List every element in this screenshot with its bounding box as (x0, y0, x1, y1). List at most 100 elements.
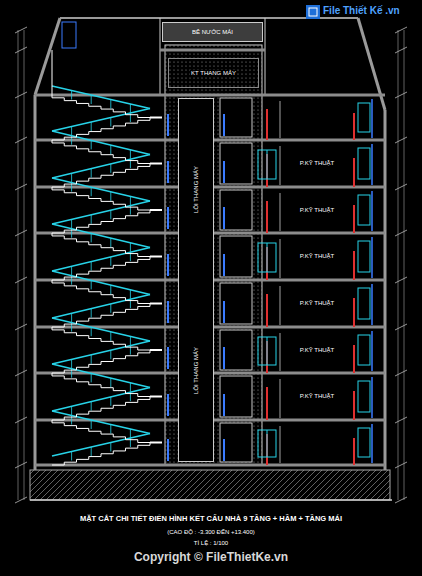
wall-line (160, 18, 161, 95)
railing-post (91, 262, 92, 271)
stair-flight (52, 443, 150, 466)
railing-post (91, 169, 92, 178)
railing-post (110, 397, 111, 406)
stair-railing (52, 178, 150, 201)
drawing-note: (CAO ĐỘ : -3.300 ĐẾN +13.400) (167, 529, 255, 535)
railing-post (130, 383, 131, 392)
stair-railing (52, 131, 150, 155)
railing-post (130, 429, 131, 438)
dimension-tick (15, 137, 27, 143)
door-frame (371, 424, 373, 463)
dimension-line (398, 30, 399, 500)
stair-flight (52, 397, 150, 421)
stair-landing (150, 163, 162, 165)
room-label: P.KỸ THUẬT (299, 207, 335, 214)
railing-post (110, 145, 111, 154)
tank-band: BỂ NƯỚC MÁI (162, 22, 263, 42)
railing-post (71, 313, 72, 322)
lift-door (223, 347, 225, 369)
railing-post (110, 443, 111, 452)
railing-post (71, 127, 72, 136)
window-mullion (267, 337, 268, 365)
room-box: P.KỸ THUẬT (284, 331, 350, 369)
stair-flight (52, 327, 150, 350)
railing-post (71, 359, 72, 368)
railing-post (91, 373, 92, 382)
room-label: LÕI THANG MÁY (192, 166, 201, 213)
door-frame (371, 99, 373, 138)
lift-car (220, 143, 252, 184)
column-line (353, 345, 355, 373)
outer-wall (34, 95, 37, 470)
railing-post (71, 266, 72, 275)
lift-car (220, 423, 252, 462)
door-frame (371, 377, 373, 418)
stair-landing (150, 442, 162, 444)
dimension-tick (395, 230, 407, 236)
stair-railing (52, 434, 150, 457)
room-box: P.KỸ THUẬT (284, 191, 350, 229)
dimension-tick (395, 370, 407, 376)
railing-post (130, 290, 131, 299)
railing-post (130, 243, 131, 252)
dimension-tick (15, 462, 27, 468)
dimension-tick (15, 277, 27, 283)
core-door (167, 114, 169, 136)
column-line (353, 113, 355, 140)
core-door (167, 394, 169, 416)
stair-flight (52, 350, 150, 373)
stair-flight (52, 304, 150, 328)
railing-post (91, 280, 92, 289)
lift-door (223, 301, 225, 323)
window-mullion (267, 150, 268, 179)
stair-railing (52, 388, 150, 412)
dimension-tick (15, 27, 27, 33)
column-line (353, 158, 355, 187)
lift-door (223, 161, 225, 183)
dimension-tick (395, 462, 407, 468)
partition-line (280, 101, 281, 138)
window (258, 243, 276, 272)
railing-post (71, 173, 72, 182)
window-mullion (267, 243, 268, 272)
railing-post (91, 233, 92, 242)
logo-icon (306, 5, 320, 19)
floor-slab (160, 49, 265, 52)
railing-post (110, 192, 111, 201)
stair-railing (52, 109, 150, 132)
railing-post (71, 91, 72, 100)
stair-railing (52, 364, 150, 388)
partition-line (280, 193, 281, 231)
railing-post (110, 118, 111, 127)
railing-post (91, 447, 92, 456)
railing-post (71, 219, 72, 228)
stair-railing (52, 271, 150, 295)
floor-slab (35, 464, 385, 467)
stair-flight (52, 164, 150, 188)
railing-post (91, 309, 92, 318)
room-label: P.KỸ THUẬT (299, 253, 335, 260)
railing-post (110, 164, 111, 173)
lift-door (223, 114, 225, 136)
stair-landing (150, 303, 162, 305)
stair-railing (52, 86, 150, 109)
door (358, 335, 370, 365)
railing-post (110, 238, 111, 247)
window (258, 150, 276, 179)
window-mullion (267, 430, 268, 457)
dimension-tick (395, 47, 407, 53)
door-frame (371, 331, 373, 371)
logo-mark (309, 8, 317, 16)
dimension-tick (395, 137, 407, 143)
stair-flight (52, 210, 150, 233)
core-door (167, 254, 169, 276)
railing-post (91, 95, 92, 104)
stair-flight (52, 95, 150, 118)
stair-flight (52, 118, 150, 141)
roof-door (62, 22, 76, 48)
stair-railing (52, 411, 150, 434)
door (358, 195, 370, 225)
railing-post (110, 378, 111, 387)
dimension-line (404, 30, 405, 500)
stair-landing (150, 256, 162, 258)
